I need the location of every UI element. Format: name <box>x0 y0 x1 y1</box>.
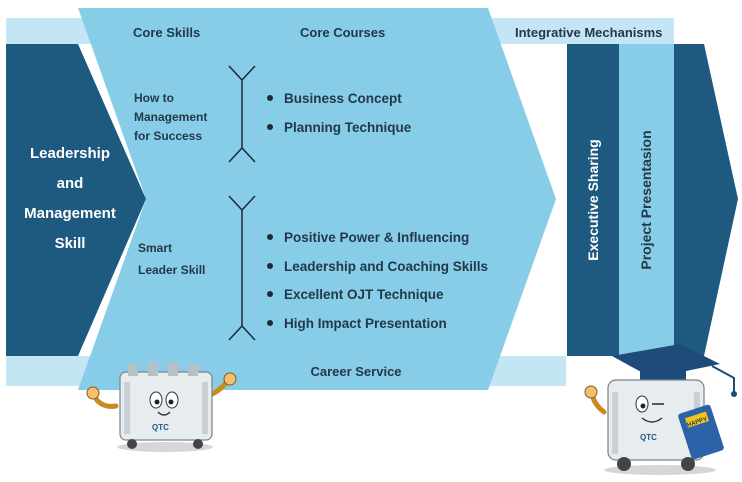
project-presentation-label: Project Presentasion <box>638 130 654 269</box>
course-4-bullet <box>267 263 273 269</box>
bracket-1 <box>228 65 256 163</box>
course-2: Planning Technique <box>284 120 412 135</box>
skill-1-line-2: Management <box>134 110 207 124</box>
mascot-right: QTC HAPPY <box>584 344 737 475</box>
executive-sharing-label: Executive Sharing <box>585 139 601 260</box>
bracket-2 <box>228 195 256 341</box>
course-6: High Impact Presentation <box>284 316 447 331</box>
graduation-cap-icon <box>612 344 720 378</box>
left-block-line-1: Leadership <box>30 145 110 162</box>
course-2-bullet <box>267 124 273 130</box>
core-courses-chevron <box>78 8 556 390</box>
course-4: Leadership and Coaching Skills <box>284 259 488 274</box>
skill-1-line-3: for Success <box>134 129 202 143</box>
course-5: Excellent OJT Technique <box>284 287 444 302</box>
header-core-skills: Core Skills <box>133 25 200 40</box>
left-block-line-3: Management <box>24 205 116 222</box>
course-1: Business Concept <box>284 91 402 106</box>
skill-1-line-1: How to <box>134 91 174 105</box>
course-1-bullet <box>267 95 273 101</box>
footer-career-service: Career Service <box>310 364 401 379</box>
course-5-bullet <box>267 291 273 297</box>
integrative-header-band <box>508 18 674 44</box>
skill-2-line-2: Leader Skill <box>138 263 205 277</box>
left-block-line-4: Skill <box>55 235 86 252</box>
leadership-arrow <box>6 44 146 356</box>
mascot-left: QTC <box>86 362 237 452</box>
skill-2-line-1: Smart <box>138 241 172 255</box>
course-6-bullet <box>267 320 273 326</box>
right-arrow <box>674 44 738 356</box>
left-block-line-2: and <box>57 175 84 192</box>
course-3-bullet <box>267 234 273 240</box>
project-presentation-bar <box>619 44 674 356</box>
course-3: Positive Power & Influencing <box>284 230 469 245</box>
header-integrative-mechanisms: Integrative Mechanisms <box>515 25 662 40</box>
header-core-courses: Core Courses <box>300 25 385 40</box>
mascot-left-badge: QTC <box>152 423 169 432</box>
mascot-right-badge: QTC <box>640 433 657 442</box>
executive-sharing-bar <box>567 44 619 356</box>
book-icon: HAPPY <box>678 404 724 460</box>
